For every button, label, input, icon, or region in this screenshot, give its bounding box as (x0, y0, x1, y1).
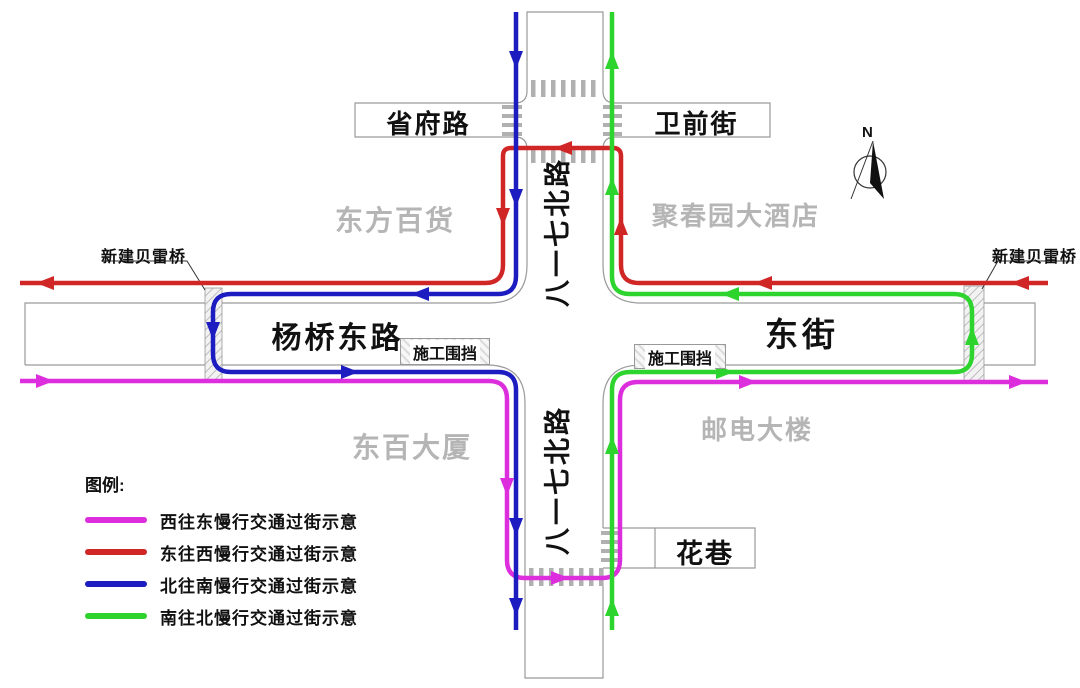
building-label-dongfang-department-store: 东方百货 (335, 205, 456, 236)
south-to-north-arrowhead (721, 287, 739, 301)
road-label-weiqian-street: 卫前街 (654, 109, 739, 139)
legend: 图例: 西往东慢行交通过街示意 东往西慢行交通过街示意 北往南慢行交通过街示意 … (85, 471, 358, 632)
legend-item-west-to-east: 西往东慢行交通过街示意 (85, 504, 358, 536)
building-label-post-telecom-building: 邮电大楼 (701, 415, 814, 445)
construction-fence-right: 施工围挡 (634, 344, 726, 369)
west-to-east-arrowhead (36, 374, 54, 388)
road-label-yangqiao-east-road: 杨桥东路 (271, 322, 404, 355)
west-to-east-arrowhead (1009, 375, 1027, 389)
east-to-west-arrowhead (754, 276, 772, 290)
legend-title: 图例: (85, 476, 125, 495)
east-to-west-arrowhead (554, 141, 572, 155)
south-to-north-arrowhead (605, 436, 619, 454)
bridge-left-leader (103, 260, 206, 291)
north-to-south-arrowhead (411, 287, 429, 301)
compass-north-arrow (850, 140, 887, 200)
east-to-west-arrowhead (1011, 276, 1029, 290)
construction-fence-left-label: 施工围挡 (409, 339, 480, 364)
legend-label-west-to-east: 西往东慢行交通过街示意 (160, 512, 358, 532)
legend-item-south-to-north: 南往北慢行交通过街示意 (85, 600, 358, 632)
north-to-south-arrowhead (206, 322, 220, 340)
road-label-dong-street: 东街 (765, 316, 839, 353)
east-to-west-arrowhead (36, 276, 54, 290)
road-edge-south-west (25, 364, 604, 679)
west-to-east-arrowhead (500, 478, 514, 496)
hua-lane-box (603, 527, 756, 569)
legend-swatch-west-to-east (85, 517, 147, 523)
legend-label-north-to-south: 北往南慢行交通过街示意 (160, 576, 358, 596)
legend-item-north-to-south: 北往南慢行交通过街示意 (85, 568, 358, 600)
road-label-shengfu-road: 省府路 (386, 109, 471, 139)
bridge-label-left: 新建贝雷桥 (101, 249, 187, 266)
north-to-south-arrowhead (509, 51, 523, 69)
construction-fence-left: 施工围挡 (400, 338, 490, 365)
legend-label-south-to-north: 南往北慢行交通过街示意 (160, 608, 358, 628)
south-to-north-arrowhead (605, 177, 619, 195)
road-label-bayiqi-north-road-upper: 八一七北路 (543, 157, 573, 307)
south-to-north-arrowhead (605, 51, 619, 69)
compass-circle (853, 155, 887, 189)
south-to-north-arrowhead (605, 598, 619, 616)
building-label-dongbai-building: 东百大厦 (352, 432, 473, 463)
road-edge-upper-road (502, 11, 622, 104)
road-edge-east-north (602, 136, 1036, 528)
road-label-hua-lane: 花巷 (676, 539, 734, 569)
compass-needle (870, 141, 884, 199)
compass-north-label: N (862, 124, 873, 141)
weiqian-street-box (622, 102, 771, 138)
road-edge-west-north (24, 136, 528, 365)
north-to-south-arrowhead (509, 189, 523, 207)
road-label-bayiqi-north-road-lower: 八一七北路 (543, 405, 573, 555)
construction-fence-right-label: 施工围挡 (644, 344, 715, 369)
bridge-leader-lines (103, 260, 1073, 291)
east-to-west-arrowhead (614, 217, 628, 235)
west-to-east-arrowhead (739, 375, 757, 389)
bridge-label-right: 新建贝雷桥 (992, 249, 1078, 266)
route-arrowheads (36, 51, 1029, 616)
shengfu-road-box (354, 102, 502, 138)
bridge-right-leader (981, 260, 1073, 290)
legend-swatch-south-to-north (85, 613, 147, 619)
road-network-outline (24, 11, 1036, 679)
legend-swatch-north-to-south (85, 581, 147, 587)
building-label-juchunyuan-hotel: 聚春园大酒店 (652, 201, 821, 231)
north-to-south-arrowhead (341, 365, 359, 379)
legend-swatch-east-to-west (85, 549, 147, 555)
west-to-east-arrowhead (551, 571, 569, 585)
north-to-south-arrowhead (509, 518, 523, 536)
east-to-west-arrowhead (496, 208, 510, 226)
north-to-south-arrowhead (509, 598, 523, 616)
south-to-north-arrowhead (965, 327, 979, 345)
legend-label-east-to-west: 东往西慢行交通过街示意 (160, 544, 358, 564)
compass-needle-line (850, 140, 874, 200)
legend-item-east-to-west: 东往西慢行交通过街示意 (85, 536, 358, 568)
